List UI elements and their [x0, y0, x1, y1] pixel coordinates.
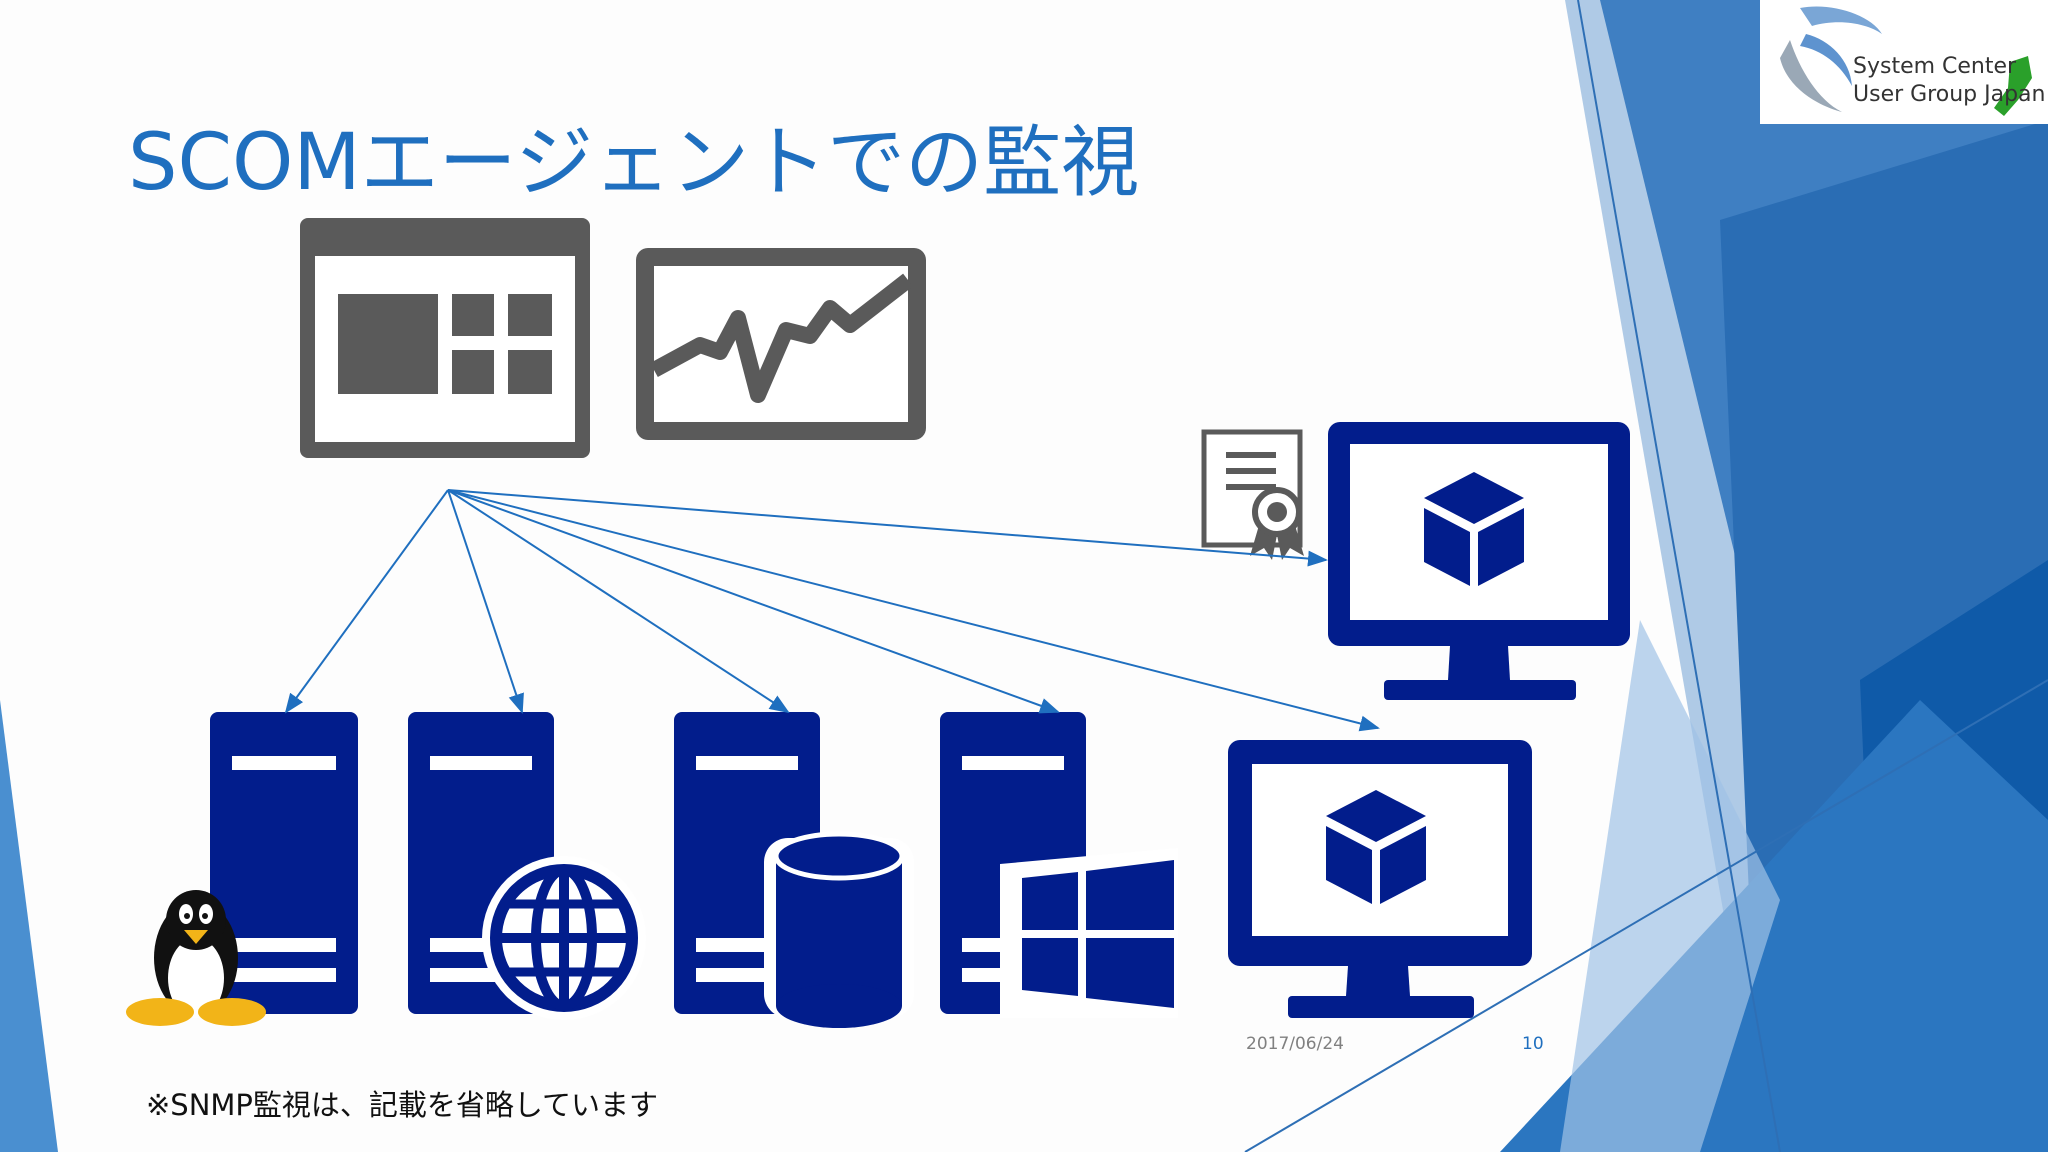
- performance-chart-icon: [636, 248, 926, 440]
- server-icon: [210, 712, 358, 1014]
- virtual-machine-monitor-icon: [1328, 422, 1630, 700]
- web-server-icon: [408, 712, 646, 1020]
- database-server-icon: [674, 712, 914, 1028]
- system-center-logo-mark: [1760, 0, 2048, 124]
- arrow-to-database-server: [447, 489, 790, 714]
- arrow-to-lower-monitor: [447, 489, 1380, 732]
- linux-penguin-icon: [126, 890, 266, 1026]
- virtual-machine-monitor-icon: [1228, 740, 1532, 1018]
- logo-text-line-2: User Group Japan: [1853, 82, 2046, 107]
- arrow-to-upper-monitor: [447, 489, 1328, 567]
- arrow-to-windows-server: [447, 489, 1060, 714]
- page-number: 10: [1522, 1034, 1544, 1054]
- slide-title: SCOMエージェントでの監視: [128, 118, 1140, 208]
- arrow-to-web-server: [447, 489, 524, 714]
- logo-text-line-1: System Center: [1853, 54, 2017, 79]
- footnote: ※SNMP監視は、記載を省略しています: [146, 1088, 659, 1122]
- slide-date: 2017/06/24: [1246, 1034, 1344, 1054]
- certificate-icon: [1201, 429, 1304, 560]
- windows-server-icon: [940, 712, 1178, 1018]
- arrow-to-linux-server: [284, 489, 449, 714]
- dashboard-icon: [300, 218, 590, 458]
- monitoring-arrows: [284, 489, 1380, 732]
